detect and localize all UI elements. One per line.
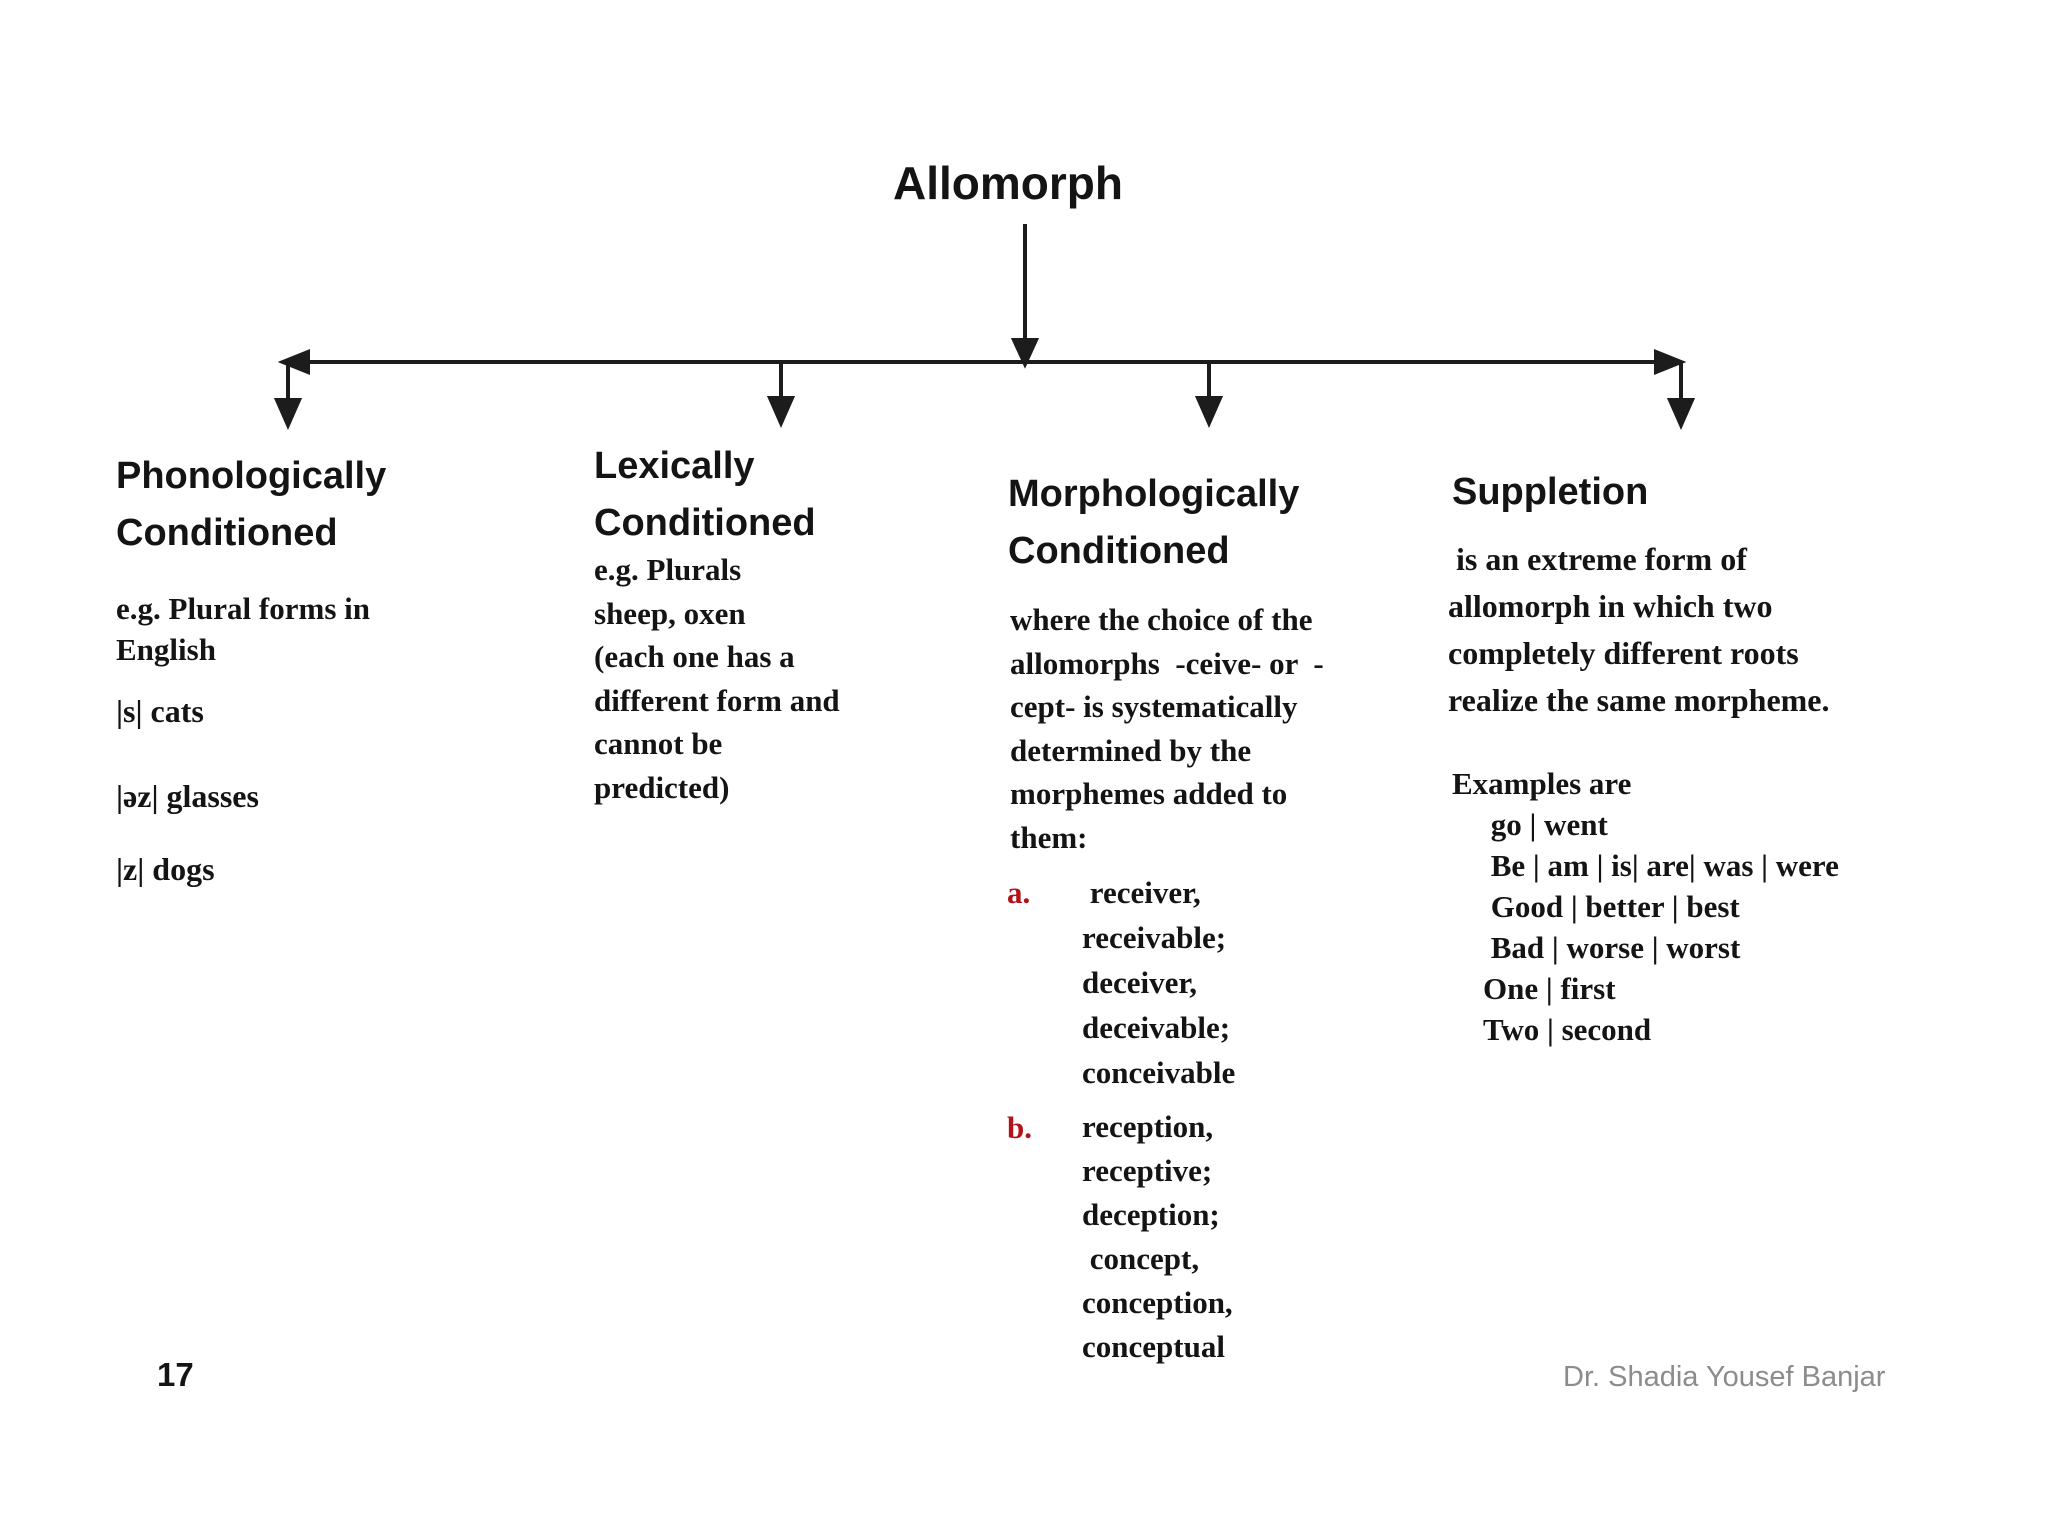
arrowhead-center-down	[1010, 338, 1040, 369]
author-credit: Dr. Shadia Yousef Banjar	[1563, 1361, 1886, 1393]
branch-heading-lexically: Lexically Conditioned	[594, 445, 816, 544]
arrowhead-left	[277, 349, 310, 375]
arrowhead-down-phonologically	[273, 398, 303, 430]
branch-heading-morphologically: Morphologically Conditioned	[1008, 473, 1300, 572]
list-marker-b: b.	[1007, 1110, 1032, 1145]
list-a-items: receiver, receivable; deceiver, deceivab…	[1082, 875, 1236, 1090]
list-marker-a: a.	[1007, 875, 1031, 910]
branch-heading-phonologically: Phonologically Conditioned	[116, 455, 387, 554]
lexically-body: e.g. Plurals sheep, oxen (each one has a…	[594, 552, 840, 805]
phonologically-example-intro: e.g. Plural forms in English	[116, 591, 370, 667]
page-number: 17	[157, 1356, 194, 1393]
diagram-root-title: Allomorph	[893, 157, 1123, 209]
arrowhead-down-suppletion	[1666, 398, 1696, 430]
list-b-items: reception, receptive; deception; concept…	[1082, 1109, 1233, 1364]
suppletion-body: is an extreme form of allomorph in which…	[1448, 541, 1830, 718]
suppletion-examples-list: go | went Be | am | is| are| was | were …	[1483, 807, 1839, 1047]
phonologically-item-z-dogs: |z| dogs	[116, 851, 215, 887]
suppletion-examples-title: Examples are	[1452, 766, 1632, 801]
phonologically-item-s-cats: |s| cats	[116, 693, 204, 729]
arrowhead-down-lexically	[766, 396, 796, 428]
arrowhead-down-morphologically	[1194, 396, 1224, 428]
branch-heading-suppletion: Suppletion	[1452, 471, 1649, 513]
morphologically-body: where the choice of the allomorphs -ceiv…	[1010, 602, 1324, 855]
arrowhead-right	[1654, 349, 1687, 375]
phonologically-item-ez-glasses: |əz| glasses	[116, 778, 259, 814]
